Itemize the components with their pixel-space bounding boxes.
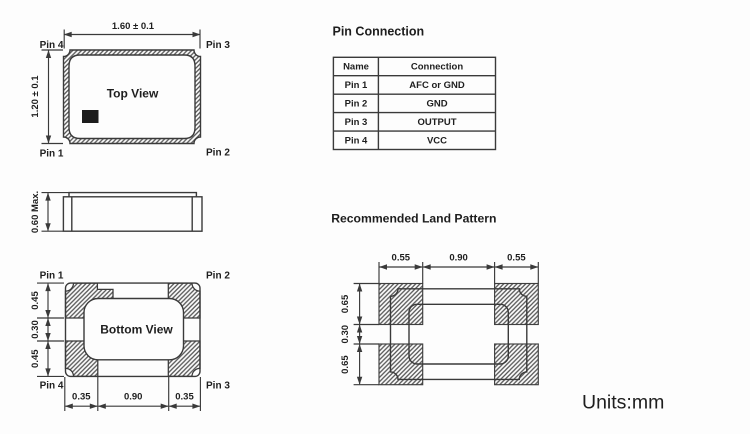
svg-text:0.90: 0.90: [449, 253, 468, 264]
svg-text:Pin 3: Pin 3: [345, 117, 368, 128]
svg-text:0.60 Max.: 0.60 Max.: [30, 191, 41, 233]
svg-text:Recommended Land Pattern: Recommended Land Pattern: [331, 212, 496, 226]
svg-text:0.30: 0.30: [30, 320, 41, 339]
svg-text:VCC: VCC: [427, 136, 447, 147]
svg-text:Pin 1: Pin 1: [40, 149, 64, 160]
svg-text:Pin 4: Pin 4: [40, 380, 64, 391]
svg-text:0.55: 0.55: [507, 253, 526, 264]
svg-text:0.35: 0.35: [72, 391, 91, 402]
svg-text:0.30: 0.30: [340, 325, 351, 344]
svg-text:1.60 ± 0.1: 1.60 ± 0.1: [112, 21, 155, 32]
svg-text:GND: GND: [426, 99, 447, 110]
svg-text:Units:mm: Units:mm: [582, 392, 664, 414]
svg-text:Bottom View: Bottom View: [100, 323, 173, 337]
svg-text:0.90: 0.90: [124, 391, 143, 402]
svg-text:0.45: 0.45: [30, 291, 41, 310]
svg-text:Pin Connection: Pin Connection: [333, 25, 425, 39]
svg-text:AFC or GND: AFC or GND: [409, 80, 465, 91]
svg-text:0.35: 0.35: [175, 391, 194, 402]
svg-text:Name: Name: [343, 62, 369, 73]
svg-text:Top View: Top View: [107, 87, 159, 101]
svg-text:Pin 4: Pin 4: [345, 136, 368, 147]
svg-text:OUTPUT: OUTPUT: [417, 117, 456, 128]
svg-text:Pin 4: Pin 4: [40, 40, 64, 51]
svg-text:1.20 ± 0.1: 1.20 ± 0.1: [30, 75, 41, 118]
svg-text:0.65: 0.65: [340, 294, 351, 313]
svg-text:Pin 3: Pin 3: [206, 40, 230, 51]
svg-text:Pin 3: Pin 3: [206, 380, 230, 391]
svg-text:0.65: 0.65: [340, 355, 351, 374]
svg-text:Pin 2: Pin 2: [206, 270, 230, 281]
svg-text:Pin 1: Pin 1: [345, 80, 368, 91]
svg-text:Connection: Connection: [411, 62, 463, 73]
svg-text:Pin 1: Pin 1: [40, 270, 64, 281]
svg-text:Pin 2: Pin 2: [206, 148, 230, 159]
svg-text:0.55: 0.55: [392, 253, 411, 264]
svg-text:Pin 2: Pin 2: [345, 99, 368, 110]
svg-text:0.45: 0.45: [30, 349, 41, 368]
